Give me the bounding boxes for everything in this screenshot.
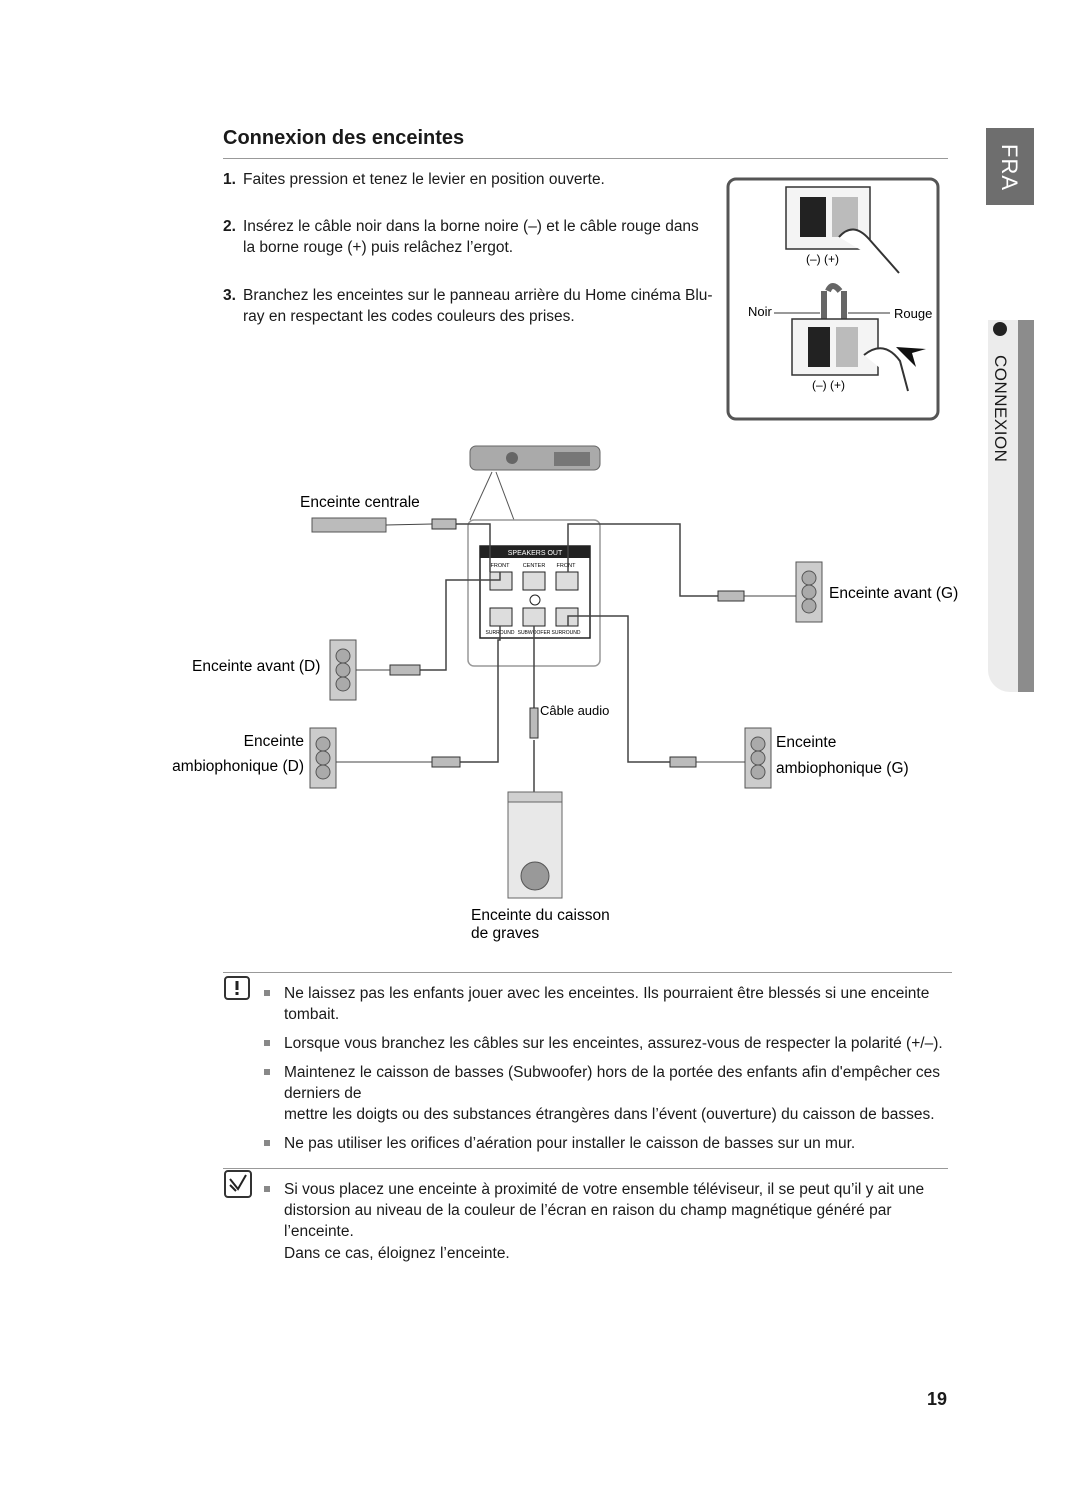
caution-item: Ne pas utiliser les orifices d’aération … — [264, 1133, 954, 1154]
step-1: 1. Faites pression et tenez le levier en… — [223, 169, 713, 190]
center-speaker-icon — [311, 517, 387, 533]
section-band-edge — [1018, 320, 1034, 692]
caution-item: Ne laissez pas les enfants jouer avec le… — [264, 983, 954, 1025]
caution-item: Lorsque vous branchez les câbles sur les… — [264, 1033, 954, 1054]
terminal-inset: (–) (+) Noir Rouge (–) (+) — [726, 177, 940, 421]
step-3: 3. Branchez les enceintes sur le panneau… — [223, 285, 713, 327]
panel-surround-l: SURROUND — [552, 630, 581, 636]
page-title: Connexion des enceintes — [223, 127, 465, 149]
front-right-label: Enceinte avant (D) — [192, 658, 320, 675]
center-speaker-label: Enceinte centrale — [300, 494, 420, 511]
black-wire-label: Noir — [748, 304, 773, 319]
panel-title: SPEAKERS OUT — [508, 550, 563, 557]
caution-divider — [223, 972, 952, 973]
language-label: FRA — [997, 144, 1022, 191]
step-text: Faites pression et tenez le levier en po… — [243, 171, 605, 188]
caution-icon — [224, 976, 250, 1000]
caution-continuation: mettre les doigts ou des substances étra… — [284, 1106, 935, 1123]
surround-left-label-2: ambiophonique (G) — [776, 760, 909, 777]
section-bullet-icon — [993, 322, 1007, 336]
finger-icon — [838, 228, 900, 274]
title-divider — [223, 158, 948, 159]
surround-right-label-2: ambiophonique (D) — [172, 758, 304, 775]
language-tab: FRA — [986, 128, 1034, 205]
note-item: Si vous placez une enceinte à proximité … — [264, 1179, 954, 1242]
surround-right-label-1: Enceinte — [244, 733, 304, 750]
step-number: 1. — [223, 171, 236, 188]
step-number: 3. — [223, 287, 236, 304]
audio-cable-label: Câble audio — [540, 703, 609, 718]
speaker-wires — [420, 523, 718, 792]
panel-front-r: FRONT — [491, 563, 511, 569]
polarity-bottom: (–) (+) — [812, 378, 845, 392]
note-continuation: Dans ce cas, éloignez l’enceinte. — [284, 1245, 510, 1262]
surround-left-label-1: Enceinte — [776, 734, 836, 751]
subwoofer-label-1: Enceinte du caisson — [471, 907, 610, 924]
panel-front-l: FRONT — [557, 563, 577, 569]
black-terminal-icon — [800, 197, 826, 237]
note-divider — [223, 1168, 948, 1169]
step-text: Insérez le câble noir dans la borne noir… — [243, 218, 699, 256]
step-text: Branchez les enceintes sur le panneau ar… — [243, 287, 713, 325]
note-icon — [224, 1170, 252, 1198]
caution-item: Maintenez le caisson de basses (Subwoofe… — [264, 1062, 954, 1104]
polarity-top: (–) (+) — [806, 252, 839, 266]
step-number: 2. — [223, 218, 236, 235]
subwoofer-label-2: de graves — [471, 925, 539, 942]
terminal-block-bottom — [791, 318, 879, 376]
page-number: 19 — [927, 1389, 948, 1409]
red-wire-label: Rouge — [894, 306, 932, 321]
panel-center: CENTER — [523, 563, 546, 569]
front-left-label: Enceinte avant (G) — [829, 585, 958, 602]
finger-icon — [863, 347, 909, 392]
arrow-icon — [896, 347, 926, 367]
section-label: CONNEXION — [991, 355, 1010, 463]
step-2: 2. Insérez le câble noir dans la borne n… — [223, 216, 713, 258]
wiring-diagram: SPEAKERS OUT FRONT CENTER FRONT SURROUND… — [172, 445, 958, 942]
